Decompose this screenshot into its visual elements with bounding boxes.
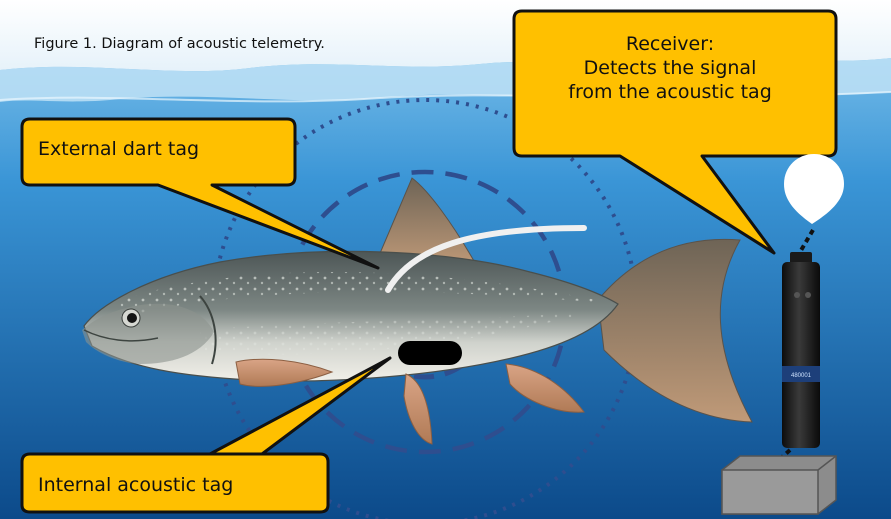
internal-acoustic-tag: [398, 341, 462, 365]
anchor-block: [722, 470, 818, 514]
receiver-device: [782, 262, 820, 448]
internal-acoustic-tag-label: Internal acoustic tag: [38, 474, 233, 498]
figure-caption: Figure 1. Diagram of acoustic telemetry.: [34, 36, 325, 52]
external-dart-tag-label: External dart tag: [38, 138, 199, 162]
receiver-label-title: Receiver:: [520, 33, 820, 57]
receiver-serial: 480001: [791, 373, 812, 379]
receiver-label-line2: from the acoustic tag: [520, 81, 820, 105]
receiver-label-line1: Detects the signal: [520, 57, 820, 81]
receiver-label: Receiver: Detects the signal from the ac…: [520, 33, 820, 104]
